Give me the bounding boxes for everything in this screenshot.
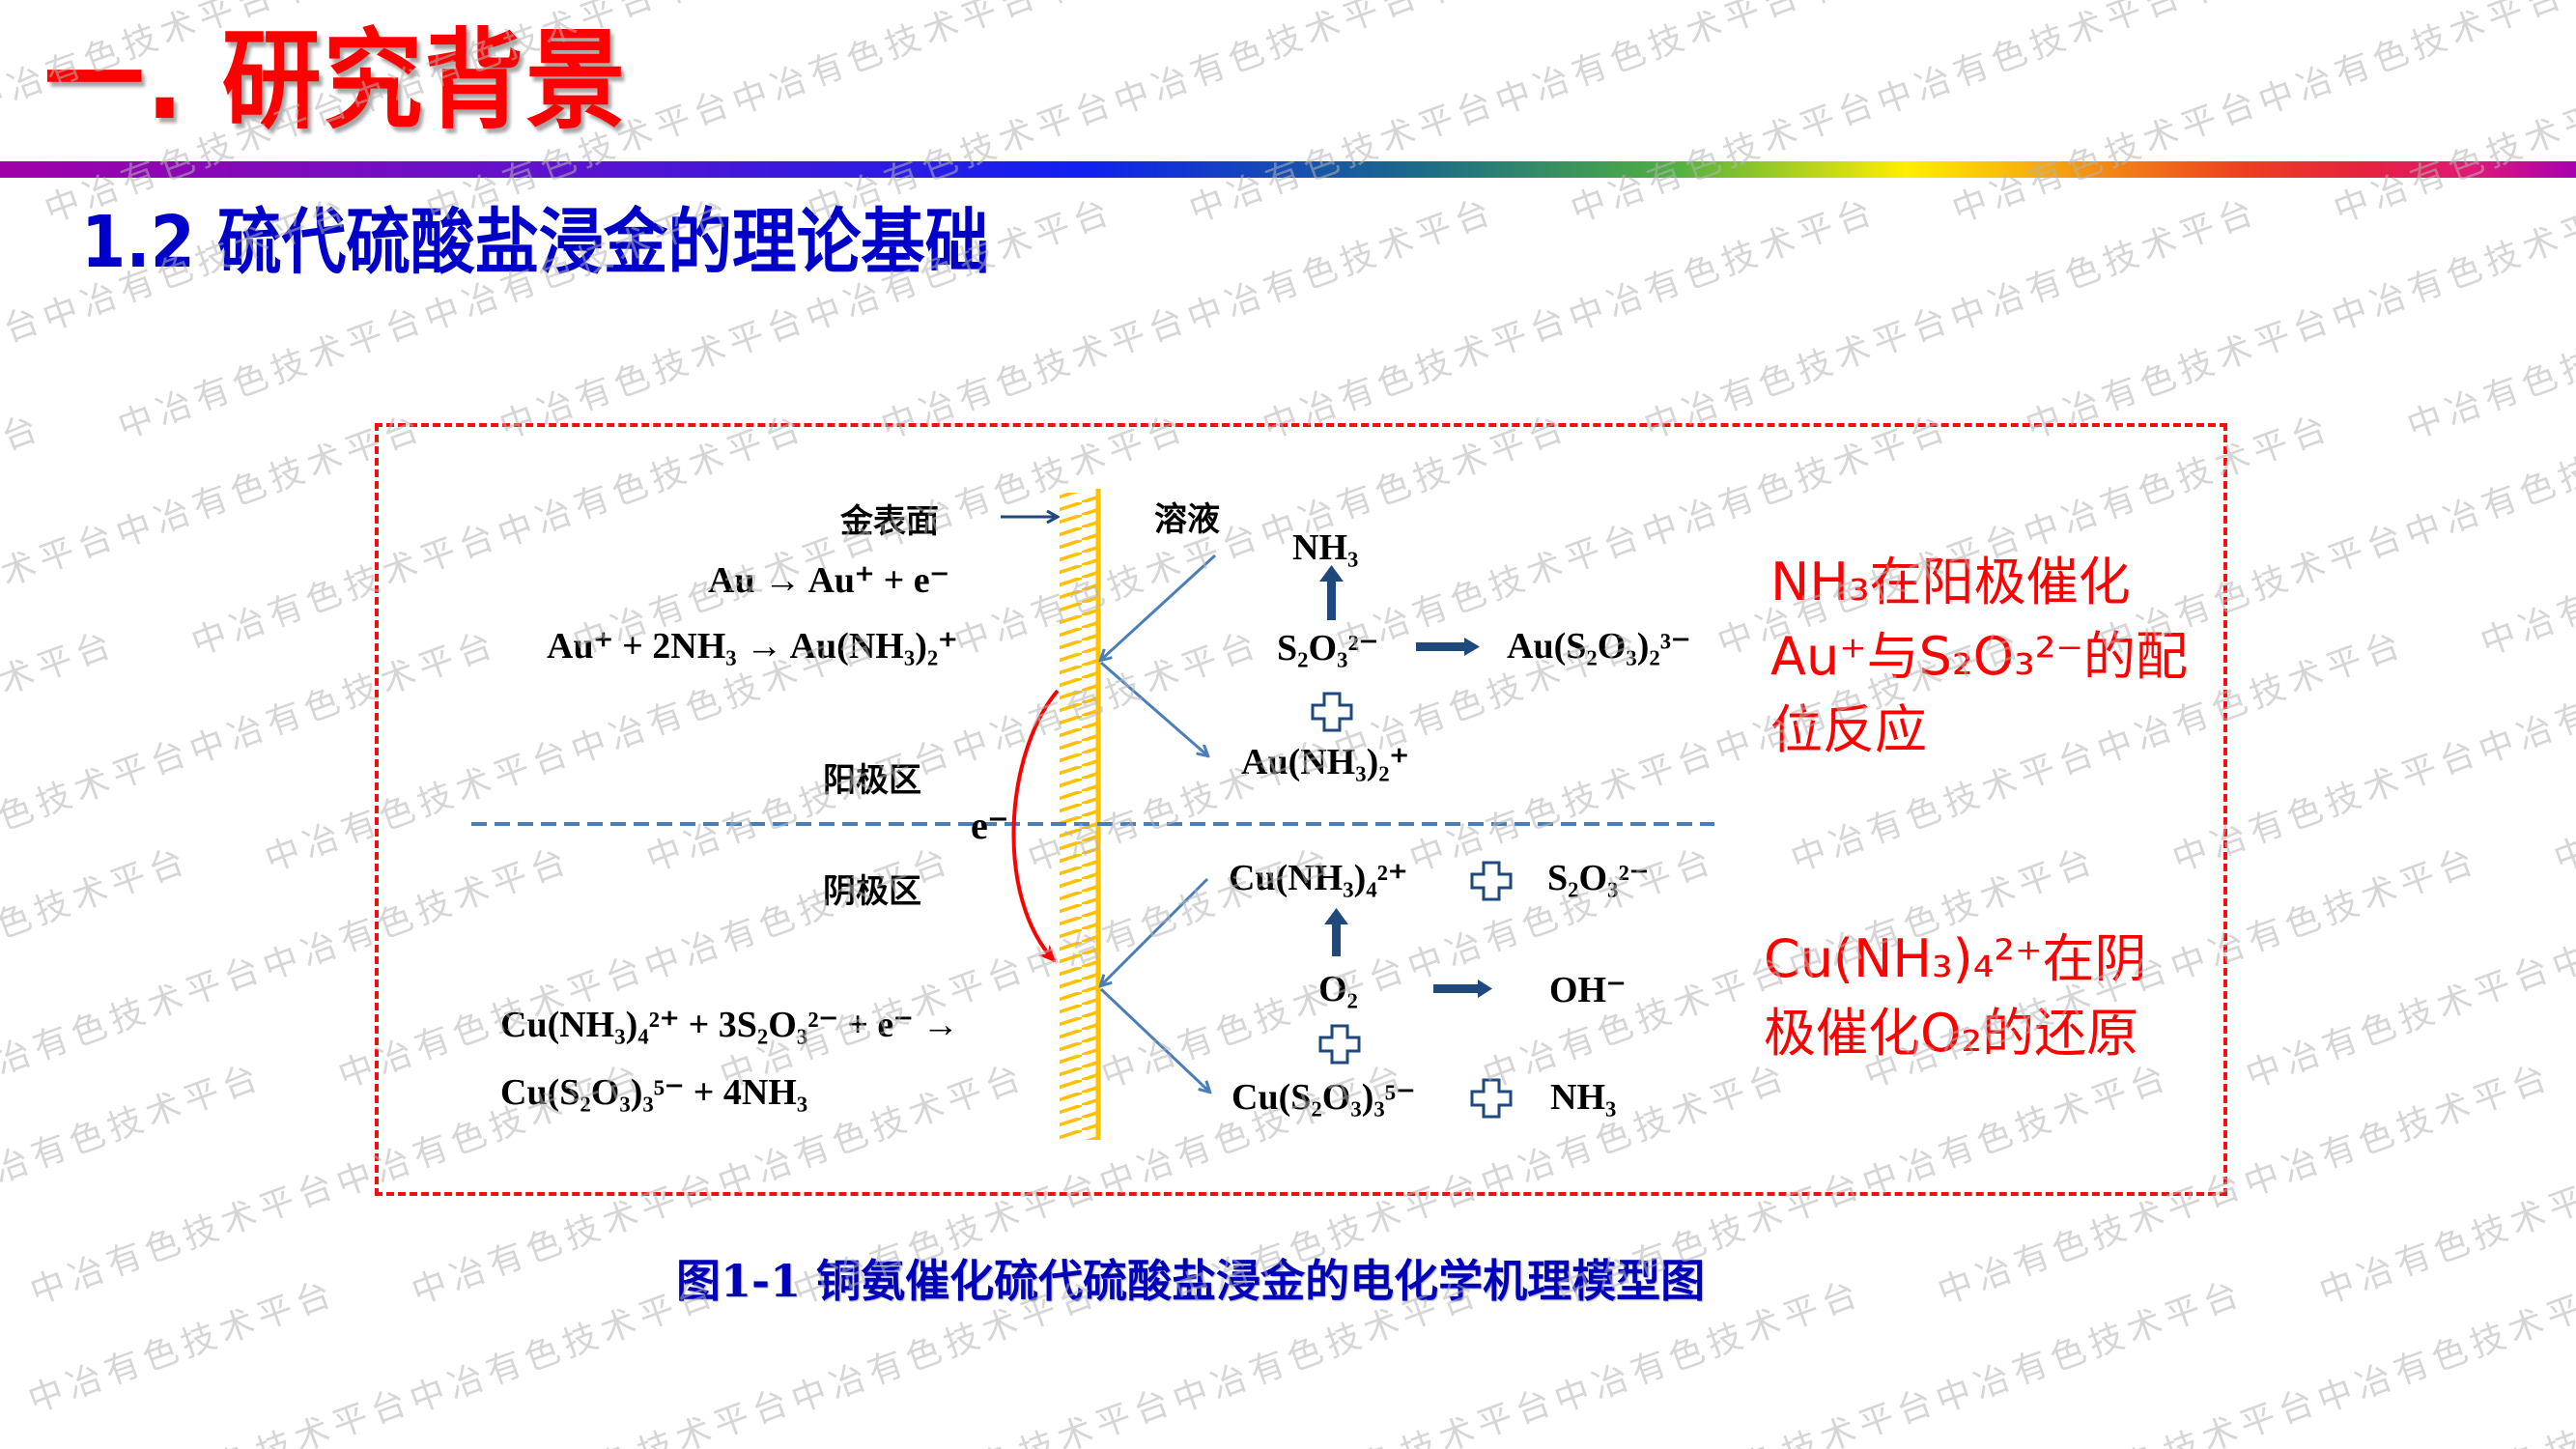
up-arrow-icon [1324, 908, 1348, 956]
copper-thiosulfate-complex: Cu(S₂O₃)₃⁵⁻ [1231, 1077, 1416, 1118]
anode-out-arrow [1100, 661, 1207, 755]
right-arrow-icon [1433, 980, 1492, 998]
figure-caption: 图1-1 铜氨催化硫代硫酸盐浸金的电化学机理模型图 [676, 1255, 1706, 1307]
cathode-annotation: Cu(NH₃)₄²⁺在阴极催化O₂的还原 [1764, 928, 2147, 1064]
solution-label: 溶液 [1154, 500, 1220, 539]
cathode-zone-label: 阴极区 [823, 872, 921, 911]
anode-annotation: NH₃在阳极催化Au⁺与S₂O₃²⁻的配位反应 [1770, 552, 2188, 761]
plus-icon [1470, 861, 1513, 901]
electron-transfer-arrow-icon [1011, 689, 1060, 963]
anode-nh3: NH₃ [1292, 527, 1359, 568]
right-arrow-icon [1416, 638, 1480, 656]
rainbow-divider [0, 161, 2576, 178]
cathode-nh3: NH₃ [1550, 1077, 1617, 1118]
plus-icon [1318, 1024, 1361, 1065]
cathode-in-arrow [1101, 877, 1209, 985]
plus-icon [1470, 1078, 1513, 1119]
plus-icon [1311, 692, 1353, 732]
anode-zone-label: 阳极区 [823, 761, 921, 800]
anode-equation-1: Au → Au⁺ + e⁻ [708, 560, 949, 601]
gold-surface-icon [1060, 489, 1101, 1140]
anode-thiosulfate: S₂O₃²⁻ [1277, 628, 1378, 668]
gold-surface-label: 金表面 [840, 502, 939, 541]
copper-ammine-complex: Cu(NH₃)₄²⁺ [1229, 858, 1408, 898]
figure-frame [375, 423, 2227, 1196]
cathode-equation-1: Cu(NH₃)₄²⁺ + 3S₂O₃²⁻ + e⁻ → [500, 1005, 959, 1045]
cathode-thiosulfate: S₂O₃²⁻ [1547, 858, 1649, 898]
up-arrow-icon [1319, 565, 1344, 620]
anode-in-arrow [1101, 554, 1217, 660]
cathode-equation-2: Cu(S₂O₃)₃⁵⁻ + 4NH₃ [500, 1072, 808, 1113]
anode-equation-2: Au⁺ + 2NH₃ → Au(NH₃)₂⁺ [547, 626, 958, 667]
gold-ammine-complex: Au(NH₃)₂⁺ [1241, 742, 1409, 782]
cathode-out-arrow [1099, 987, 1209, 1092]
hydroxide: OH⁻ [1549, 970, 1627, 1010]
gold-thiosulfate-complex: Au(S₂O₃)₂³⁻ [1507, 626, 1691, 667]
oxygen: O₂ [1318, 969, 1358, 1009]
electron-label: e⁻ [971, 804, 1008, 847]
subsection-title: 1.2 硫代硫酸盐浸金的理论基础 [81, 201, 990, 284]
section-title: 一. 研究背景 [44, 18, 628, 144]
